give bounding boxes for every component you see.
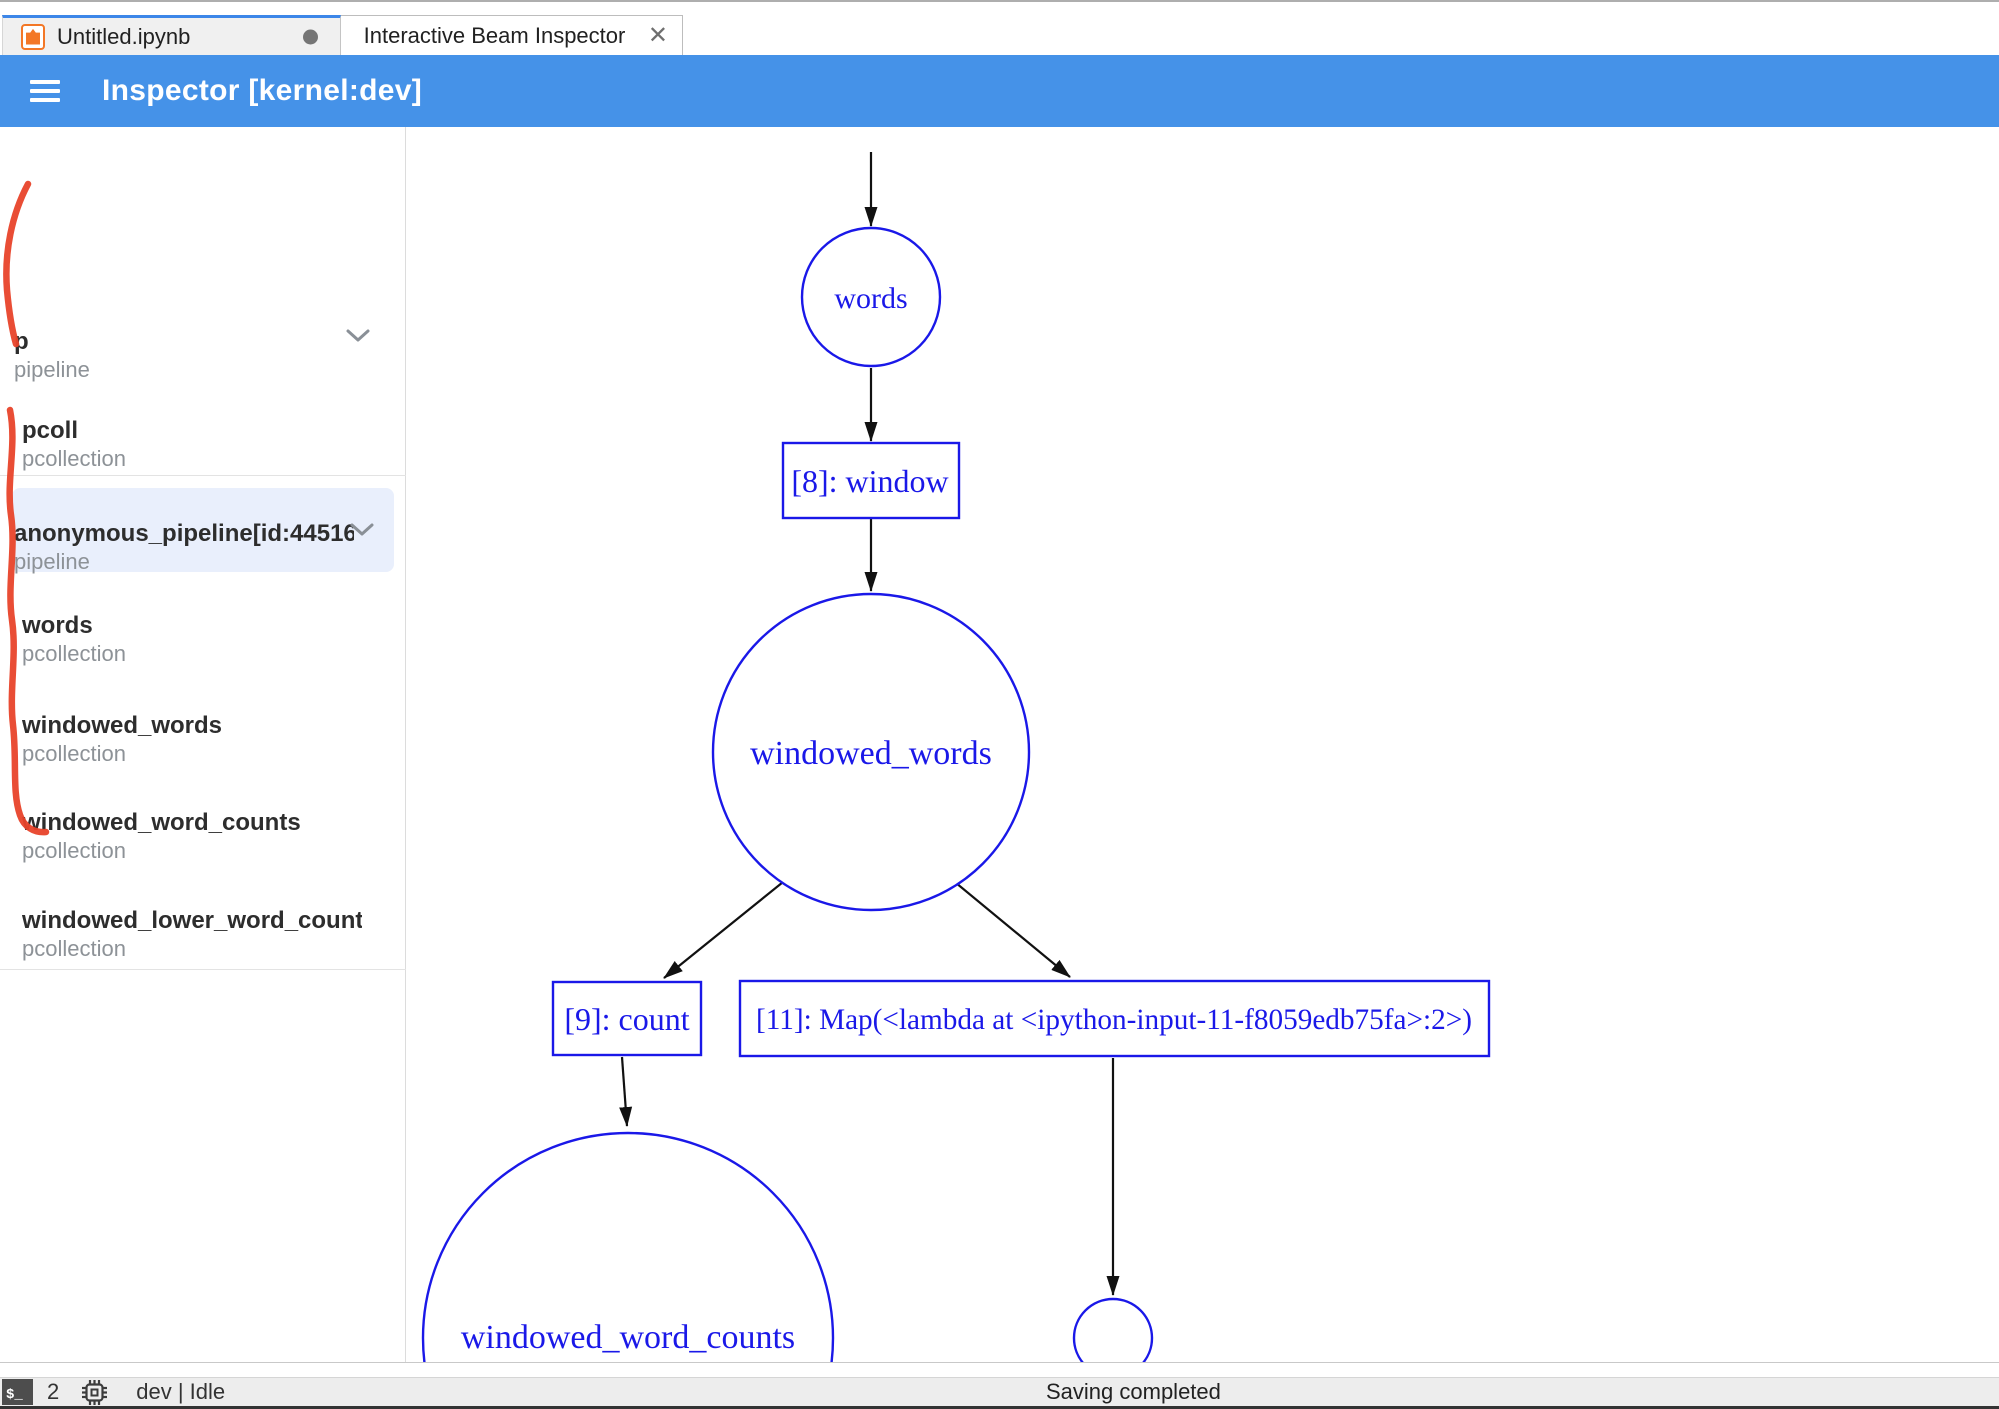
pcollection-name: pcoll: [22, 417, 79, 444]
node-transform-map[interactable]: [738, 979, 1491, 1058]
kernel-status-label[interactable]: dev | Idle: [136, 1379, 226, 1404]
sidebar-list-bottom-border: [0, 969, 406, 970]
sidebar-item-words[interactable]: words pcollection: [22, 611, 428, 667]
edge-count-to-windowed-word-counts: [619, 1056, 633, 1127]
sidebar-divider: [0, 475, 406, 476]
pcollection-name: words: [22, 612, 93, 639]
item-type-label: pcollection: [22, 641, 126, 666]
close-tab-icon[interactable]: ✕: [647, 21, 668, 49]
node-transform-window[interactable]: [781, 441, 961, 520]
edge-windowed-words-to-map: [949, 877, 1071, 978]
tab-label: Untitled.ipynb: [57, 23, 191, 49]
node-label-count: [9]: count: [564, 1001, 689, 1037]
beam-pipeline-graph: words [8]: window windowed_words [9]: co…: [421, 152, 1491, 1362]
tab-interactive-beam-inspector[interactable]: Interactive Beam Inspector ✕: [341, 15, 683, 55]
menu-hamburger-icon[interactable]: [30, 80, 60, 102]
item-type-label: pcollection: [22, 838, 126, 863]
node-pcollection-windowed-word-counts[interactable]: [421, 1131, 835, 1362]
graph-edges: [619, 152, 1120, 1296]
pipeline-graph-canvas[interactable]: words [8]: window windowed_words [9]: co…: [407, 127, 1999, 1362]
selected-item-highlight: [12, 488, 394, 572]
node-label-words: words: [834, 282, 907, 315]
sidebar-item-windowed-word-counts[interactable]: windowed_word_counts pcollection: [22, 808, 428, 864]
sidebar-item-windowed-lower-word-counts[interactable]: windowed_lower_word_counts pcollection: [22, 906, 428, 962]
pipeline-sidebar: p pipeline pcoll pcollection anonymous_p…: [0, 127, 406, 1362]
content-bottom-border: [0, 1362, 1999, 1363]
chevron-down-icon[interactable]: [348, 521, 376, 539]
node-pcollection-words[interactable]: [800, 226, 942, 368]
tab-label: Interactive Beam Inspector: [363, 22, 626, 48]
node-label-windowed-words: windowed_words: [750, 735, 992, 772]
sidebar-item-pcoll[interactable]: pcoll pcollection: [22, 416, 428, 472]
node-label-map: [11]: Map(<lambda at <ipython-input-11-f…: [756, 1003, 1472, 1036]
sidebar-item-windowed-words[interactable]: windowed_words pcollection: [22, 711, 428, 767]
top-strip: [0, 2, 1999, 15]
node-pcollection-windowed-words[interactable]: [711, 592, 1031, 912]
pcollection-name: windowed_word_counts: [22, 809, 301, 836]
inspector-app-bar: Inspector [kernel:dev]: [0, 55, 1999, 127]
pipeline-name: anonymous_pipeline[id:44516…: [14, 520, 354, 547]
node-label-window: [8]: window: [791, 463, 948, 499]
tab-untitled-notebook[interactable]: Untitled.ipynb: [2, 15, 341, 55]
kernel-chip-icon[interactable]: [81, 1379, 108, 1406]
edge-windowed-words-to-count: [663, 877, 789, 979]
tab-bar: Untitled.ipynb Interactive Beam Inspecto…: [0, 15, 1999, 55]
pcollection-name: windowed_lower_word_counts: [22, 907, 362, 934]
status-bar: $_ 2 dev | Idle Saving completed: [0, 1377, 1999, 1406]
pcollection-name: windowed_words: [22, 712, 223, 739]
item-type-label: pcollection: [22, 446, 126, 471]
terminal-icon[interactable]: $_: [2, 1379, 33, 1405]
notebook-file-icon: [21, 23, 45, 50]
inspector-title: Inspector [kernel:dev]: [102, 74, 423, 107]
item-type-label: pipeline: [14, 549, 90, 574]
window-top-edge: [0, 0, 1999, 2]
node-label-windowed-word-counts: windowed_word_counts: [461, 1319, 795, 1356]
node-transform-count[interactable]: [551, 980, 703, 1057]
item-type-label: pipeline: [14, 357, 90, 382]
terminal-count[interactable]: 2: [47, 1379, 60, 1404]
window-bottom-edge: [0, 1406, 1999, 1409]
item-type-label: pcollection: [22, 741, 126, 766]
chevron-down-icon[interactable]: [344, 327, 372, 345]
unsaved-changes-dot-icon[interactable]: [303, 29, 318, 44]
item-type-label: pcollection: [22, 936, 126, 961]
node-pcollection-output[interactable]: [1072, 1297, 1154, 1362]
save-status-message: Saving completed: [1046, 1379, 1221, 1404]
pipeline-name: p: [14, 328, 29, 355]
